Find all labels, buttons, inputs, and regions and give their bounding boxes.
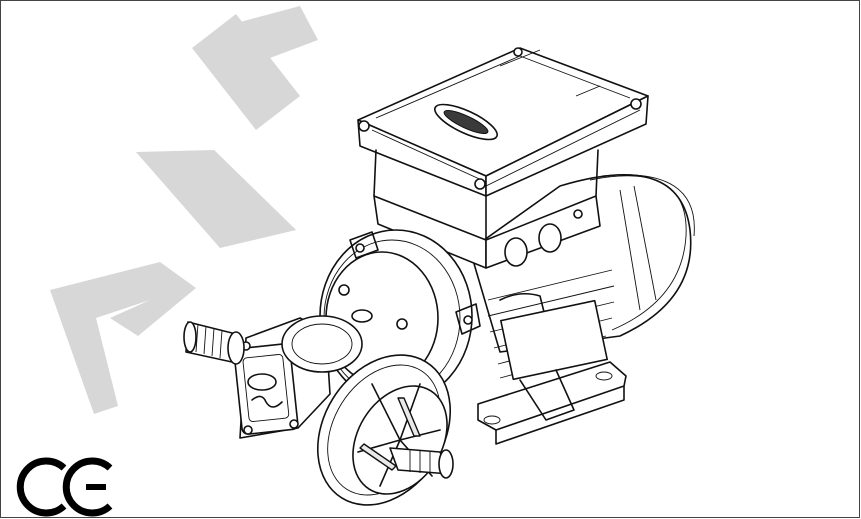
watermark xyxy=(50,6,318,414)
pump-assembly xyxy=(183,47,695,506)
outlet-nozzle xyxy=(389,447,454,479)
pump-head xyxy=(233,315,363,439)
terminal-box xyxy=(357,47,649,269)
motor-foot xyxy=(477,361,627,445)
ce-marking: CE xyxy=(16,457,113,517)
motor-body xyxy=(469,174,695,381)
inlet-nozzle xyxy=(183,321,245,365)
